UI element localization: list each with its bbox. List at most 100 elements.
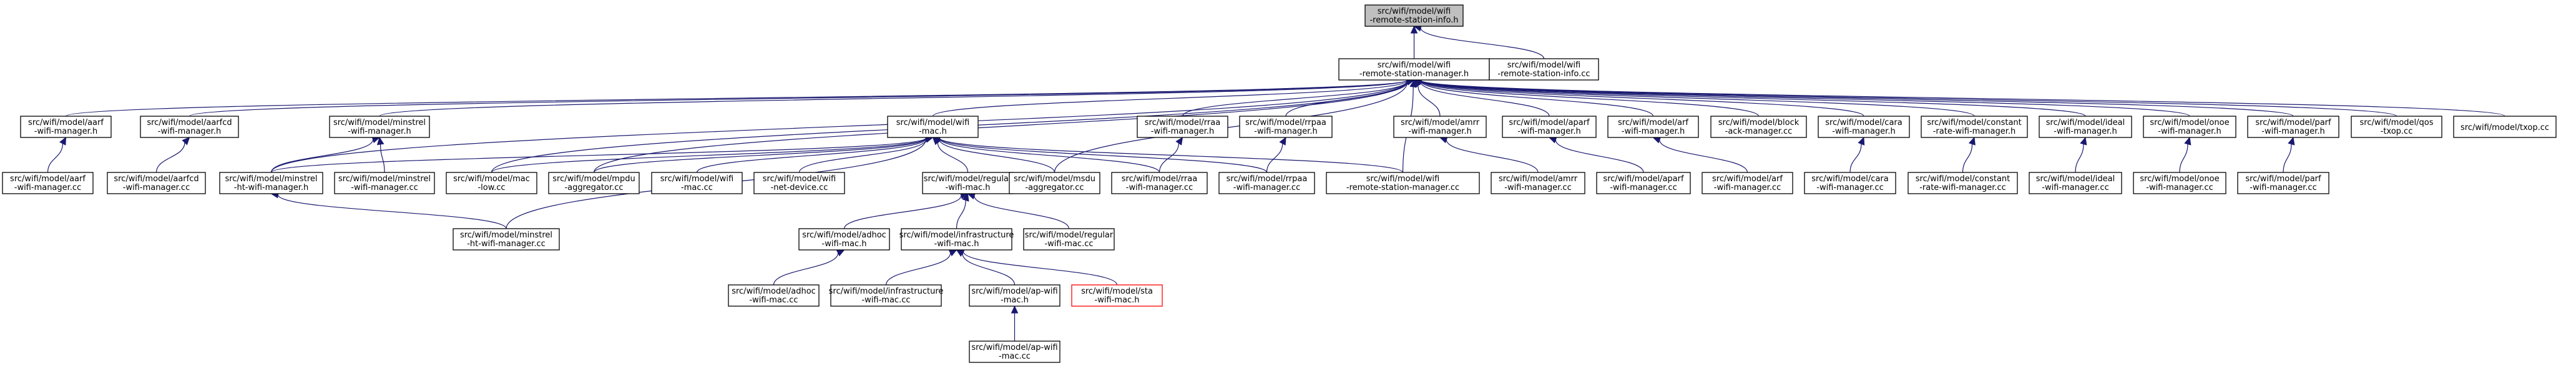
node-label-line: -wifi-manager.cc [2146,183,2213,192]
node-ideal_cc[interactable]: src/wifi/model/ideal-wifi-manager.cc [2029,172,2122,194]
node-parf_h[interactable]: src/wifi/model/parf-wifi-manager.h [2247,116,2339,138]
node-box [1502,116,1597,138]
node-infra_cc[interactable]: src/wifi/model/infrastructure-wifi-mac.c… [829,284,944,307]
edge-line [1285,81,1408,117]
node-constant_h[interactable]: src/wifi/model/constant-rate-wifi-manage… [1921,116,2028,138]
node-label-line: -ack-manager.cc [1725,127,1793,136]
edge-minstrelht_cc-to-minstrelht_h [270,191,507,229]
node-box [887,116,979,138]
node-minstrelht_h[interactable]: src/wifi/model/minstrel-ht-wifi-manager.… [219,172,323,194]
node-txop_cc[interactable]: src/wifi/model/txop.cc [2453,116,2557,138]
edge-amrr_cc-to-amrr_h [1439,136,1539,173]
node-label-line: -wifi-mac.cc [861,296,910,305]
node-aparf_cc[interactable]: src/wifi/model/aparf-wifi-manager.cc [1596,172,1691,194]
edge-adhoc_cc-to-adhoc_h [773,249,845,286]
node-aarfcd_h[interactable]: src/wifi/model/aarfcd-wifi-manager.h [140,116,239,138]
node-aarfcd_cc[interactable]: src/wifi/model/aarfcd-wifi-manager.cc [107,172,206,194]
node-box [446,172,537,194]
node-label-line: -wifi-manager.h [34,127,97,136]
node-ideal_h[interactable]: src/wifi/model/ideal-wifi-manager.h [2039,116,2132,138]
edge-line [962,253,1016,286]
node-block_cc[interactable]: src/wifi/model/block-ack-manager.cc [1710,116,1807,138]
node-infra_h[interactable]: src/wifi/model/infrastructure-wifi-mac.h [899,228,1014,251]
node-constant_cc[interactable]: src/wifi/model/constant-rate-wifi-manage… [1908,172,2018,194]
node-cara_h[interactable]: src/wifi/model/cara-wifi-manager.h [1818,116,1910,138]
node-label-line: src/wifi/model/regular [1025,231,1114,240]
node-box [2453,116,2557,138]
node-label-line: -rate-wifi-manager.h [1933,127,2016,136]
node-mpdu_cc[interactable]: src/wifi/model/mpdu-aggregator.cc [548,172,640,194]
edge-constant_cc-to-constant_h [1962,136,1976,173]
node-ap_h[interactable]: src/wifi/model/ap-wifi-mac.h [969,284,1060,307]
node-aarf_h[interactable]: src/wifi/model/aarf-wifi-manager.h [20,116,112,138]
node-box [1710,116,1807,138]
node-root[interactable]: src/wifi/model/wifi-remote-station-info.… [1364,4,1464,27]
node-onoe_h[interactable]: src/wifi/model/onoe-wifi-manager.h [2143,116,2236,138]
node-label-line: src/wifi/model/onoe [2140,174,2219,184]
node-aarf_cc[interactable]: src/wifi/model/aarf-wifi-manager.cc [2,172,94,194]
node-label-line: -aggregator.cc [1025,183,1084,192]
node-label-line: -wifi-manager.cc [1714,183,1781,192]
node-label-line: -wifi-manager.h [1254,127,1317,136]
node-label-line: -wifi-mac.cc [749,296,798,305]
edge-line [1446,139,1539,173]
edge-infra_cc-to-infra_h [885,249,957,286]
edge-line [65,79,1408,117]
node-wifimac_cc[interactable]: src/wifi/model/wifi-mac.cc [651,172,743,194]
node-label-line: src/wifi/model/mac [453,174,530,184]
node-onoe_cc[interactable]: src/wifi/model/onoe-wifi-manager.cc [2133,172,2226,194]
node-label-line: -wifi-manager.h [1408,127,1471,136]
node-rsi_cc[interactable]: src/wifi/model/wifi-remote-station-info.… [1489,58,1599,81]
node-parf_cc[interactable]: src/wifi/model/parf-wifi-manager.cc [2237,172,2329,194]
node-adhoc_cc[interactable]: src/wifi/model/adhoc-wifi-mac.cc [728,284,820,307]
node-adhoc_h[interactable]: src/wifi/model/adhoc-wifi-mac.h [798,228,890,251]
node-rraa_cc[interactable]: src/wifi/model/rraa-wifi-manager.cc [1111,172,1208,194]
node-label-line: -low.cc [477,183,505,192]
node-box [20,116,112,138]
node-box [1491,172,1585,194]
edge-arrowhead [1410,25,1418,34]
node-aparf_h[interactable]: src/wifi/model/aparf-wifi-manager.h [1502,116,1597,138]
node-label-line: src/wifi/model/onoe [2150,118,2229,127]
edge-line [155,142,185,173]
node-label-line: src/wifi/model/wifi [1378,7,1451,16]
node-label-line: src/wifi/model/infrastructure [829,287,944,296]
node-msdu_cc[interactable]: src/wifi/model/msdu-aggregator.cc [1009,172,1100,194]
node-qos_cc[interactable]: src/wifi/model/qos-txop.cc [2351,116,2442,138]
node-minstrelht_cc[interactable]: src/wifi/model/minstrel-ht-wifi-manager.… [453,228,560,251]
edge-arrowhead [376,136,384,146]
edge-line [2179,144,2188,173]
node-arf_h[interactable]: src/wifi/model/arf-wifi-manager.h [1607,116,1699,138]
edge-line [1659,139,1748,173]
node-rrpaa_cc[interactable]: src/wifi/model/rrpaa-wifi-manager.cc [1218,172,1315,194]
node-minstrel_cc[interactable]: src/wifi/model/minstrel-wifi-manager.cc [334,172,435,194]
edge-line [1266,143,1283,173]
node-netdev_cc[interactable]: src/wifi/model/wifi-net-device.cc [753,172,845,194]
node-box [2,172,94,194]
node-ap_cc[interactable]: src/wifi/model/ap-wifi-mac.cc [969,341,1060,363]
node-wifimac_h[interactable]: src/wifi/model/wifi-mac.h [887,116,979,138]
node-rraa_h[interactable]: src/wifi/model/rraa-wifi-manager.h [1137,116,1228,138]
node-box [219,172,323,194]
node-rsm_cc[interactable]: src/wifi/model/wifi-remote-station-manag… [1326,172,1480,194]
node-rrpaa_h[interactable]: src/wifi/model/rrpaa-wifi-manager.h [1239,116,1333,138]
edge-line [380,144,385,173]
node-label-line: -wifi-mac.h [1095,296,1140,305]
node-cara_cc[interactable]: src/wifi/model/cara-wifi-manager.cc [1804,172,1896,194]
node-regular_cc[interactable]: src/wifi/model/regular-wifi-mac.cc [1023,228,1115,251]
edge-line [1182,81,1408,117]
node-minstrel_h[interactable]: src/wifi/model/minstrel-wifi-manager.h [329,116,430,138]
node-maclow_cc[interactable]: src/wifi/model/mac-low.cc [446,172,537,194]
node-arf_cc[interactable]: src/wifi/model/arf-wifi-manager.cc [1702,172,1793,194]
node-amrr_h[interactable]: src/wifi/model/amrr-wifi-manager.h [1393,116,1487,138]
node-label-line: -mac.cc [681,183,713,192]
node-regular_h[interactable]: src/wifi/model/regular-wifi-mac.h [922,172,1014,194]
node-label-line: src/wifi/model/cara [1811,174,1888,184]
node-amrr_cc[interactable]: src/wifi/model/amrr-wifi-manager.cc [1491,172,1585,194]
node-rsm_h[interactable]: src/wifi/model/wifi-remote-station-manag… [1338,58,1490,81]
edge-arrowhead [1279,136,1286,146]
node-label-line: src/wifi/model/rraa [1145,118,1220,127]
node-label-line: src/wifi/model/arf [1618,118,1688,127]
node-label-line: src/wifi/model/wifi [1378,61,1451,70]
node-sta_h[interactable]: src/wifi/model/sta-wifi-mac.h [1071,284,1163,307]
